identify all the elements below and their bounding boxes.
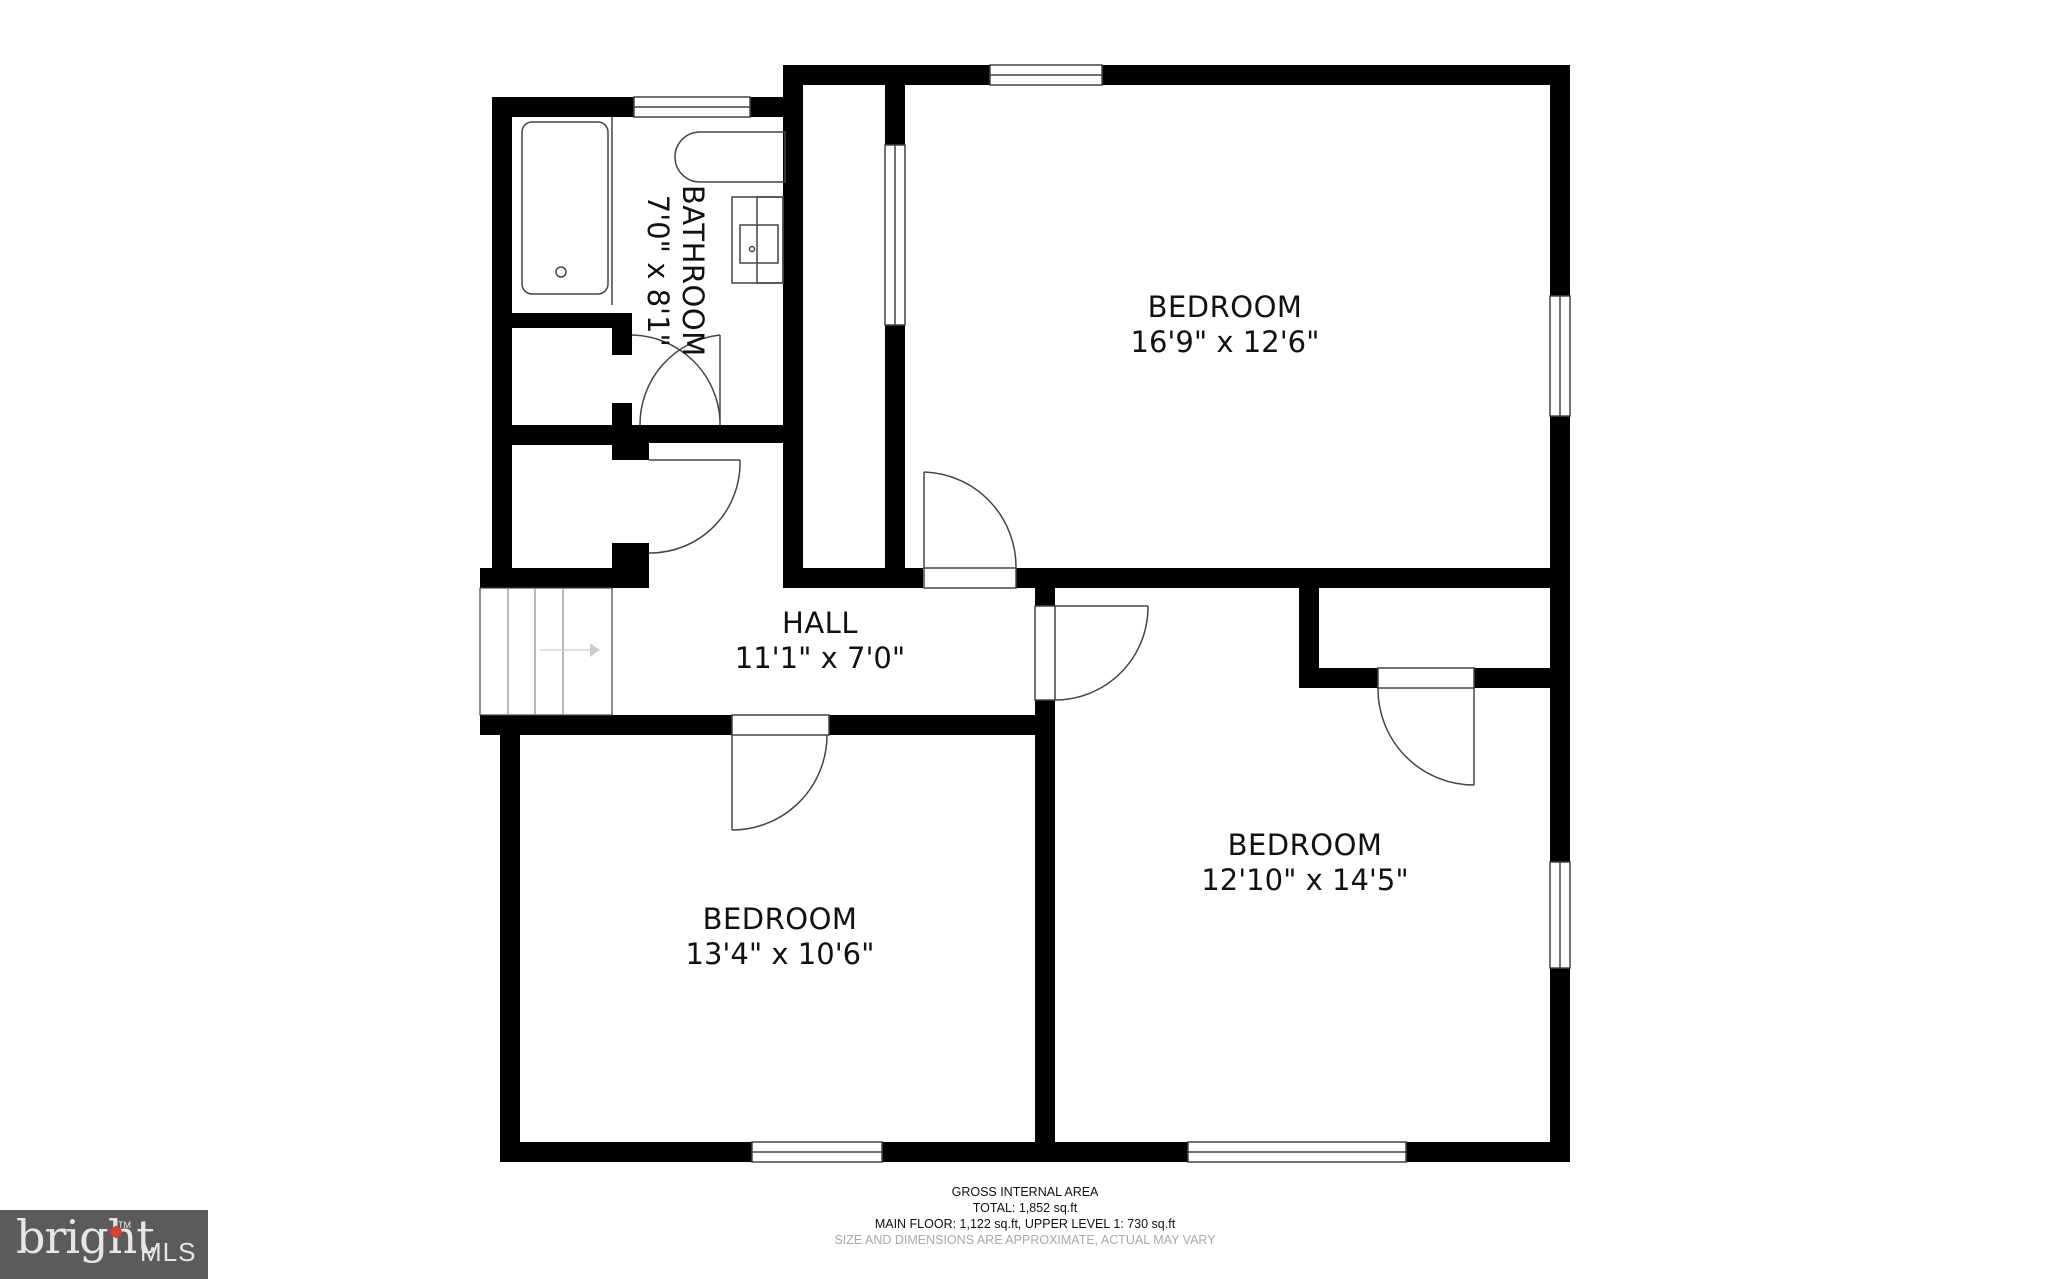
area-levels: MAIN FLOOR: 1,122 sq.ft, UPPER LEVEL 1: … xyxy=(874,1217,1176,1231)
room-label-bedroom-top: BEDROOM 16'9" x 12'6" xyxy=(1080,290,1370,360)
room-dimensions: 7'0" x 8'1" xyxy=(641,194,675,347)
room-label-bedroom-left: BEDROOM 13'4" x 10'6" xyxy=(640,902,920,972)
windows xyxy=(633,64,1571,1163)
area-summary: GROSS INTERNAL AREA TOTAL: 1,852 sq.ft M… xyxy=(780,1184,1270,1248)
room-name: BEDROOM xyxy=(1147,290,1303,324)
room-name: HALL xyxy=(782,606,858,640)
room-name: BEDROOM xyxy=(1227,828,1383,862)
area-title: GROSS INTERNAL AREA xyxy=(951,1185,1099,1199)
room-dimensions: 12'10" x 14'5" xyxy=(1201,862,1409,897)
area-total: TOTAL: 1,852 sq.ft xyxy=(972,1201,1078,1215)
room-dimensions: 13'4" x 10'6" xyxy=(685,936,875,971)
room-label-bedroom-right: BEDROOM 12'10" x 14'5" xyxy=(1160,828,1450,898)
room-name: BATHROOM xyxy=(675,184,710,357)
stairs xyxy=(479,587,613,716)
doors xyxy=(631,334,1475,831)
logo-trademark: TM xyxy=(118,1220,131,1230)
room-dimensions: 11'1" x 7'0" xyxy=(734,640,906,675)
room-dimensions: 16'9" x 12'6" xyxy=(1130,324,1320,359)
area-disclaimer: SIZE AND DIMENSIONS ARE APPROXIMATE, ACT… xyxy=(834,1233,1216,1247)
room-label-bathroom: BATHROOM 7'0" x 8'1" xyxy=(640,171,710,371)
room-label-hall: HALL 11'1" x 7'0" xyxy=(670,606,970,676)
fixtures xyxy=(521,117,786,305)
logo-wordmark: bright xyxy=(16,1210,155,1264)
logo-suffix: MLS xyxy=(140,1237,197,1267)
bright-mls-logo: bright TM MLS xyxy=(0,1210,208,1279)
room-name: BEDROOM xyxy=(702,902,858,936)
